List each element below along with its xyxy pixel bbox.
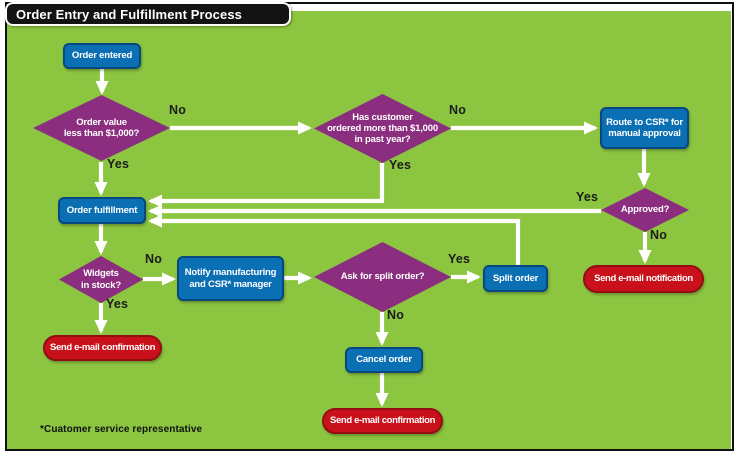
node-order-fulfillment: Order fulfillment: [58, 197, 146, 224]
edge-label-approved-yes: Yes: [576, 190, 599, 204]
node-send-email-confirmation-bottom: Send e-mail confirmation: [322, 408, 443, 434]
chart-background: [7, 11, 731, 449]
edge-label-has-customer-no: No: [449, 103, 467, 117]
node-route-to-csr: Route to CSR* for manual approval: [600, 107, 689, 149]
node-cancel-order: Cancel order: [345, 347, 423, 373]
page-title: Order Entry and Fulfillment Process: [16, 6, 242, 22]
node-split-order: Split order: [483, 265, 548, 292]
node-order-entered: Order entered: [63, 43, 141, 69]
edge-label-order-value-no: No: [169, 103, 187, 117]
title-bar: Order Entry and Fulfillment Process: [5, 2, 291, 26]
edge-label-widgets-no: No: [145, 252, 163, 266]
edge-label-ask-split-no: No: [387, 308, 405, 322]
edge-label-approved-no: No: [650, 228, 668, 242]
node-notify-manufacturing: Notify manufacturing and CSR* manager: [177, 256, 284, 301]
page-frame: [5, 2, 734, 451]
edge-label-widgets-yes: Yes: [106, 297, 129, 311]
edge-label-ask-split-yes: Yes: [448, 252, 471, 266]
node-send-email-notification: Send e-mail notification: [583, 265, 704, 293]
node-send-email-confirmation-left: Send e-mail confirmation: [43, 335, 162, 361]
edge-label-has-customer-yes: Yes: [389, 158, 412, 172]
edge-label-order-value-yes: Yes: [107, 157, 130, 171]
footnote: *Cuatomer service representative: [40, 424, 203, 435]
